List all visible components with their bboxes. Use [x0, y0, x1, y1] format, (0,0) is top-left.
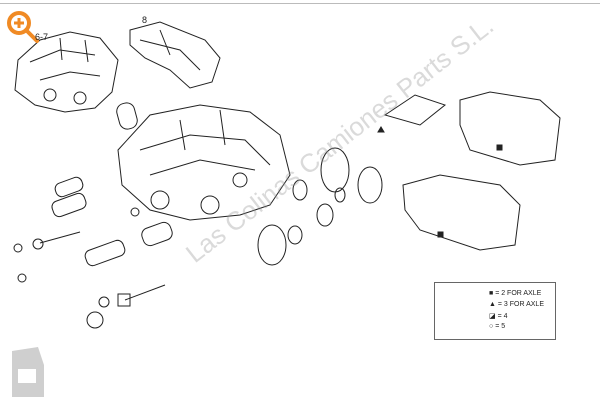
legend-row: ◪ = 4 — [489, 313, 508, 320]
caliper-small — [14, 31, 119, 113]
top-divider — [0, 3, 600, 4]
legend-row: ▲ = 3 FOR AXLE — [489, 301, 544, 308]
callout-caliper: 6-7 — [35, 32, 49, 42]
callout-bracket: 8 — [142, 15, 148, 25]
truck-logo-icon — [12, 347, 44, 397]
legend-box: ■ = 2 FOR AXLE ▲ = 3 FOR AXLE ◪ = 4 ○ = … — [434, 282, 556, 340]
legend-row: ■ = 2 FOR AXLE — [489, 290, 542, 297]
zoom-in-icon[interactable] — [6, 10, 40, 44]
brake-pads — [377, 91, 561, 251]
pins-and-bolts — [13, 102, 173, 329]
legend-row: ○ = 5 — [489, 323, 506, 330]
piston-assemblies — [257, 147, 383, 266]
bracket — [129, 21, 221, 89]
caliper-large — [117, 104, 291, 221]
